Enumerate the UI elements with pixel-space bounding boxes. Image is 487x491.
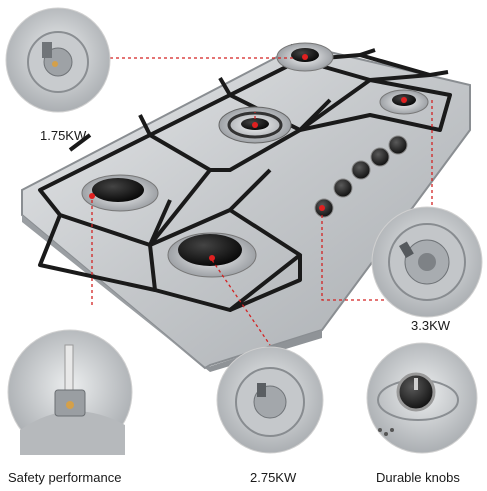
knob-3[interactable] — [351, 160, 371, 180]
burner-front-left — [81, 174, 159, 212]
caption-2-75kw: 2.75KW — [250, 470, 297, 485]
knob-2[interactable] — [333, 178, 353, 198]
zoom-burner-wok — [371, 206, 483, 318]
knob-5[interactable] — [388, 135, 408, 155]
caption-safety-performance: Safety performance — [8, 470, 122, 485]
caption-3-3kw: 3.3KW — [411, 318, 451, 333]
caption-durable-knobs: Durable knobs — [376, 470, 460, 485]
grates — [38, 43, 452, 312]
zoom-knob — [366, 342, 478, 454]
caption-1-75kw: 1.75KW — [40, 128, 87, 143]
zoom-safety-device — [7, 329, 133, 455]
knob-4[interactable] — [370, 147, 390, 167]
zoom-burner-medium — [216, 346, 324, 454]
callout-dots — [89, 54, 407, 261]
zoom-burner-small — [5, 7, 111, 113]
